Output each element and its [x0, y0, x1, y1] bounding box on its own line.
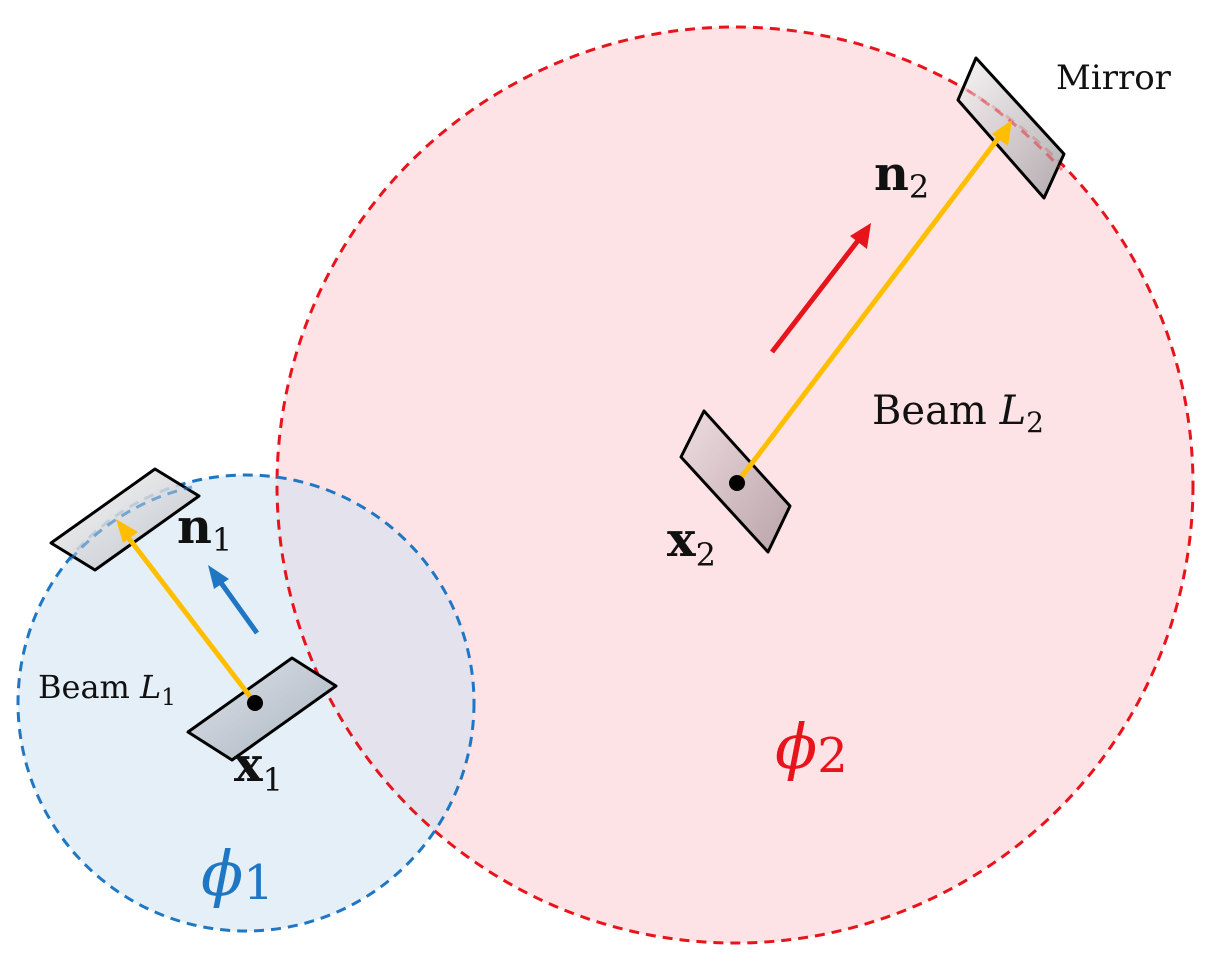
beam-l2	[735, 130, 1005, 485]
beam-l2-label: Beam L2	[872, 388, 1044, 439]
beam-l1-label: Beam L1	[38, 668, 176, 711]
mirror-2	[956, 56, 1066, 200]
phi2-label: ϕ2	[775, 710, 848, 784]
point-x1	[247, 695, 263, 711]
mirror-1	[49, 467, 201, 572]
n2-label: n2	[874, 146, 929, 206]
x1-label: x1	[234, 737, 283, 799]
phi1-label: ϕ1	[201, 837, 274, 911]
phi2-boundary	[275, 25, 1195, 945]
normal-n2-arrowhead	[850, 223, 871, 249]
phi2-arc-over-mirror	[966, 88, 1064, 172]
x2-label: x2	[667, 512, 716, 574]
mirror-label: Mirror	[1056, 58, 1172, 98]
phi1-arc-over-mirror	[68, 485, 193, 561]
beam-l1-arrowhead	[116, 519, 138, 543]
normal-n2-arrow	[770, 236, 862, 354]
phi1-boundary	[16, 473, 476, 933]
beam-l2-arrowhead	[992, 120, 1012, 146]
normal-n1-arrow	[216, 578, 260, 635]
plate-x1	[186, 656, 338, 762]
normal-n1-arrowhead	[208, 565, 229, 589]
point-x2	[729, 475, 745, 491]
beam-l1	[122, 530, 257, 705]
n1-label: n1	[177, 499, 232, 559]
